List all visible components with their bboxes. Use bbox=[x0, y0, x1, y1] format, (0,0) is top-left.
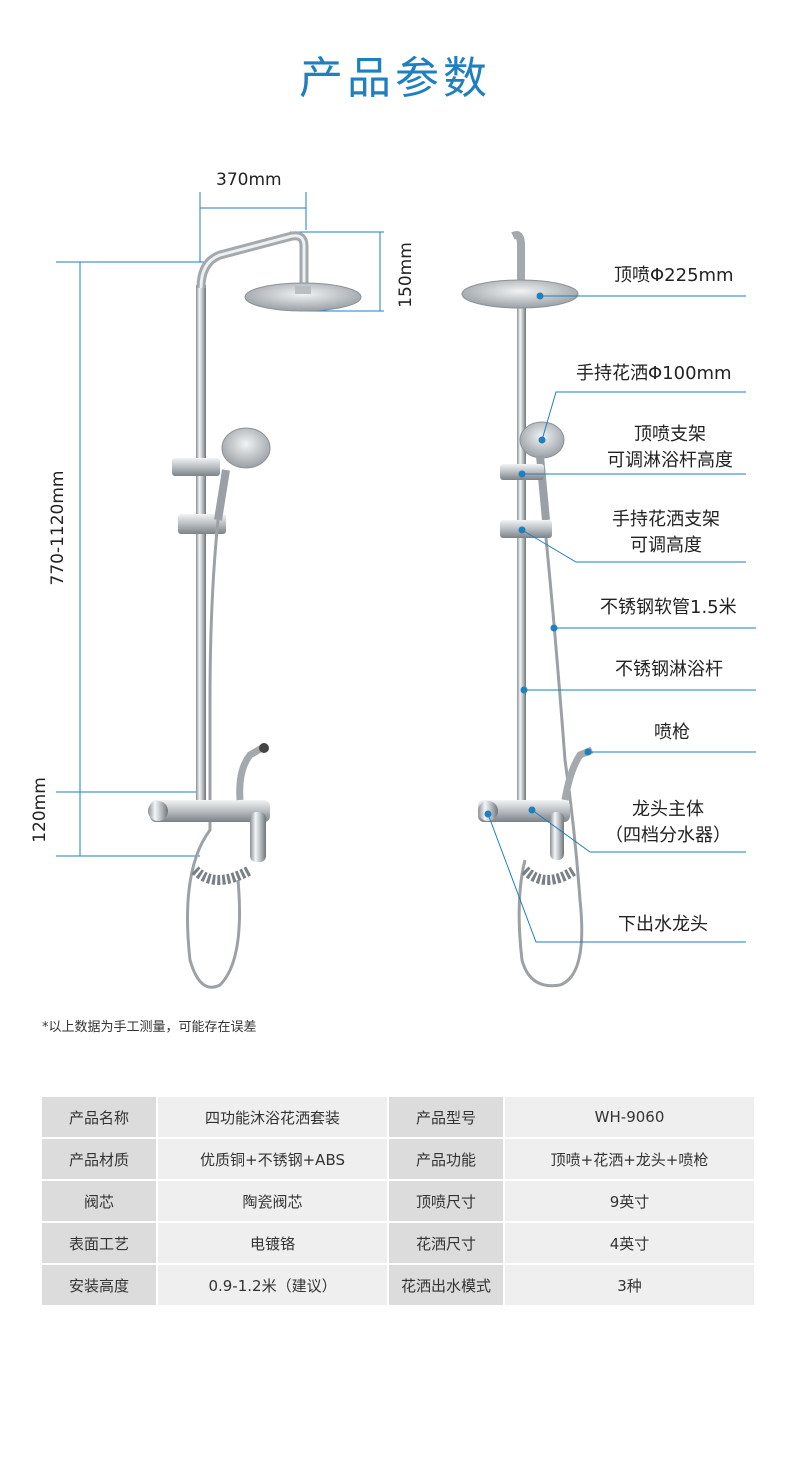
spec-value: 四功能沐浴花洒套装 bbox=[158, 1097, 388, 1137]
callout-faucet-body: 龙头主体 （四档分水器） bbox=[605, 799, 731, 846]
head-height-dimension-label: 150mm bbox=[396, 242, 416, 308]
callout-top-spray: 顶喷Φ225mm bbox=[614, 265, 734, 286]
callout-leaders bbox=[487, 295, 756, 943]
spec-value: 电镀铬 bbox=[158, 1223, 388, 1263]
spec-key: 表面工艺 bbox=[42, 1223, 156, 1263]
spec-key: 花洒出水模式 bbox=[389, 1265, 504, 1305]
spec-value: 陶瓷阀芯 bbox=[158, 1181, 388, 1221]
spec-value: 9英寸 bbox=[505, 1181, 754, 1221]
callout-spray-gun: 喷枪 bbox=[654, 722, 690, 743]
spec-value: 优质铜+不锈钢+ABS bbox=[158, 1139, 388, 1179]
callout-spout: 下出水龙头 bbox=[618, 914, 708, 935]
spec-value: WH-9060 bbox=[505, 1097, 754, 1137]
spec-value: 3种 bbox=[505, 1265, 754, 1305]
spec-key: 顶喷尺寸 bbox=[389, 1181, 504, 1221]
dimension-lines bbox=[56, 192, 384, 857]
callout-hose: 不锈钢软管1.5米 bbox=[600, 597, 737, 618]
measurement-note: *以上数据为手工测量，可能存在误差 bbox=[42, 1020, 257, 1035]
callout-dots bbox=[484, 292, 592, 818]
spec-key: 产品型号 bbox=[389, 1097, 504, 1137]
spec-value: 顶喷+花洒+龙头+喷枪 bbox=[505, 1139, 754, 1179]
right-shower-illustration bbox=[461, 231, 756, 988]
callout-hand-shower: 手持花洒Φ100mm bbox=[576, 363, 732, 384]
faucet-height-dimension-label: 120mm bbox=[30, 777, 50, 843]
callout-top-bracket: 顶喷支架 可调淋浴杆高度 bbox=[607, 424, 733, 471]
left-shower-illustration bbox=[56, 192, 384, 989]
spec-key: 产品名称 bbox=[42, 1097, 156, 1137]
spec-key: 安装高度 bbox=[42, 1265, 156, 1305]
spec-key: 产品材质 bbox=[42, 1139, 156, 1179]
spec-value: 0.9-1.2米（建议） bbox=[158, 1265, 388, 1305]
shower-set-drawing bbox=[56, 192, 756, 989]
callout-hand-bracket: 手持花洒支架 可调高度 bbox=[612, 509, 720, 556]
callout-bar: 不锈钢淋浴杆 bbox=[615, 659, 723, 680]
spec-key: 产品功能 bbox=[389, 1139, 504, 1179]
spec-value: 4英寸 bbox=[505, 1223, 754, 1263]
width-dimension-label: 370mm bbox=[216, 170, 282, 190]
page-title: 产品参数 bbox=[299, 53, 491, 104]
spec-key: 阀芯 bbox=[42, 1181, 156, 1221]
bar-range-dimension-label: 770-1120mm bbox=[48, 470, 68, 586]
spec-key: 花洒尺寸 bbox=[389, 1223, 504, 1263]
